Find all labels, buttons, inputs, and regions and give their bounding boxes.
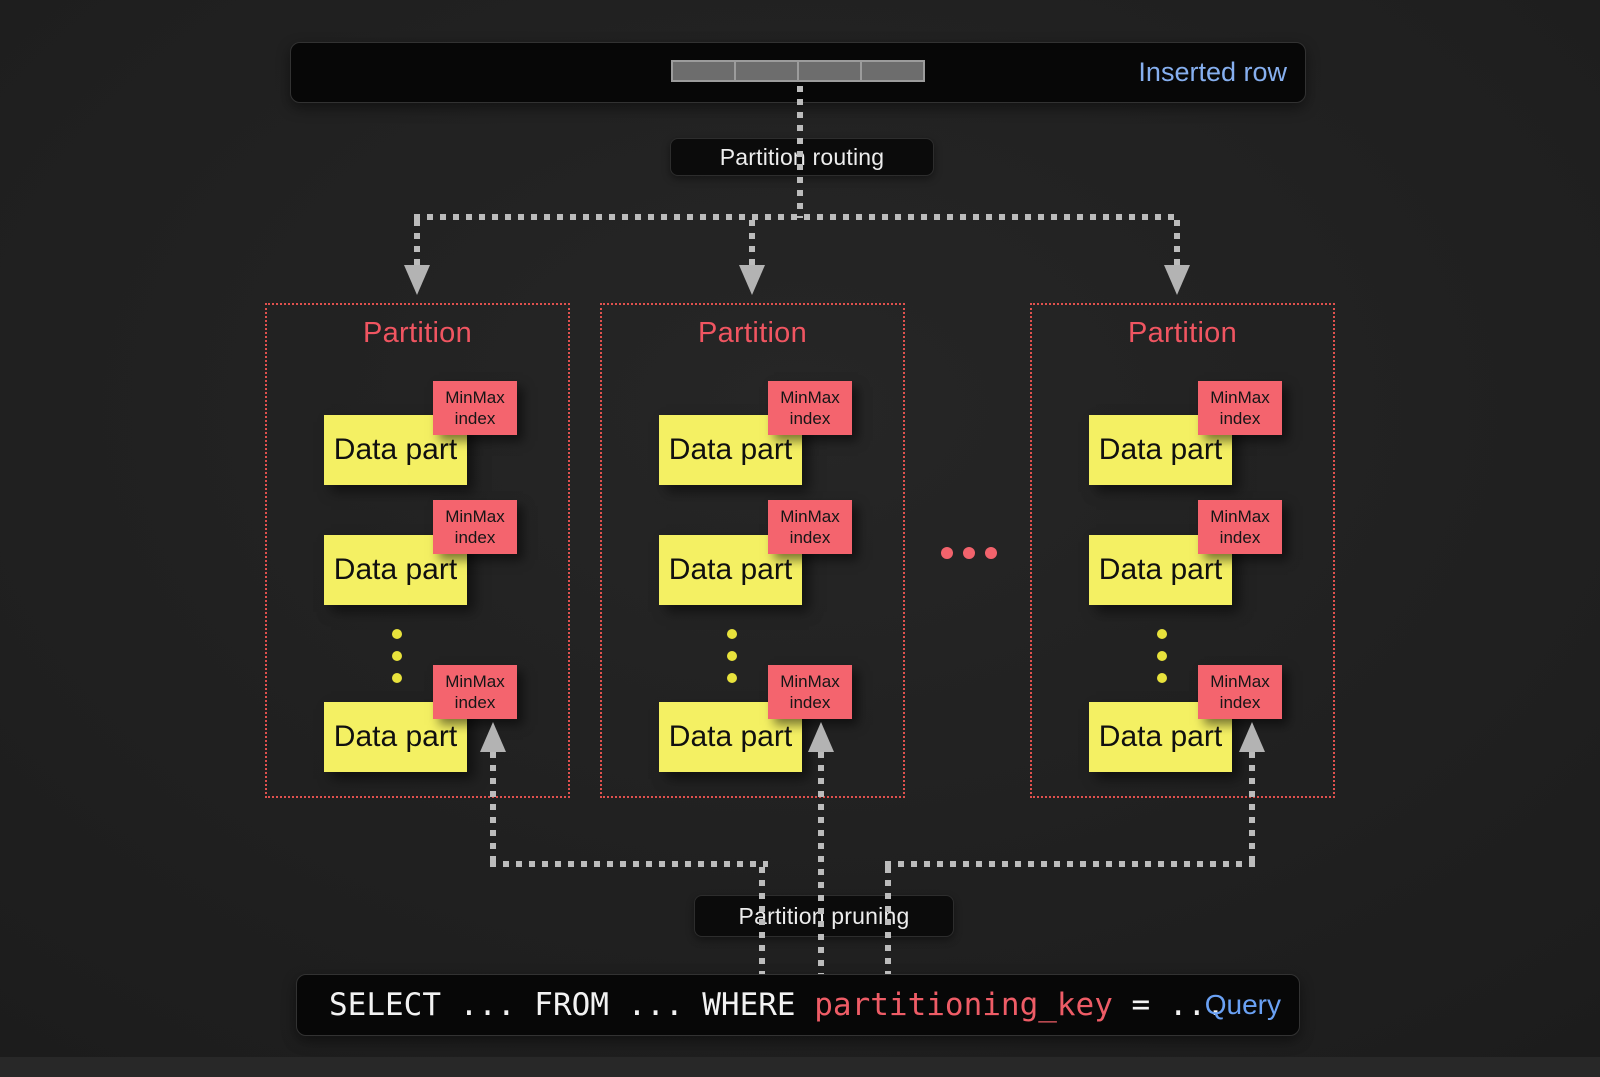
arrow-up-icon [480,722,506,752]
partition-title: Partition [362,317,473,349]
pruning-branch-left [490,861,768,867]
routing-drop-center [749,220,755,266]
vertical-ellipsis-dot [727,673,737,683]
row-cells [671,60,925,82]
minmax-index-tag: MinMax index [433,665,517,719]
minmax-index-tag: MinMax index [768,381,852,435]
partition-ellipsis-dot [963,547,975,559]
minmax-index-tag: MinMax index [1198,381,1282,435]
data-part: Data part [1089,535,1232,605]
query-box: SELECT ... FROM ... WHERE partitioning_k… [296,974,1300,1036]
arrow-down-icon [1164,265,1190,295]
query-suffix: = ... [1112,987,1225,1023]
partition-ellipsis-dot [941,547,953,559]
pruning-line-left [490,752,496,867]
row-cell [671,60,736,82]
data-part: Data part [659,535,802,605]
pruning-line-center [818,752,824,974]
partition-box-1: Partition MinMax index Data part MinMax … [265,303,570,798]
minmax-index-tag: MinMax index [1198,665,1282,719]
query-select-clause: SELECT ... FROM ... WHERE [329,987,815,1023]
inserted-row-label: Inserted row [1138,57,1287,87]
row-cell [797,60,862,82]
partition-title: Partition [1127,317,1238,349]
vertical-ellipsis-dot [727,651,737,661]
vertical-ellipsis-dot [1157,629,1167,639]
query-label: Query [1204,989,1281,1020]
arrow-up-icon [808,722,834,752]
routing-line-center [797,86,803,218]
minmax-index-tag: MinMax index [433,381,517,435]
arrow-down-icon [404,265,430,295]
pruning-branch-right [885,861,1255,867]
row-cell [860,60,925,82]
partition-box-3: Partition MinMax index Data part MinMax … [1030,303,1335,798]
partition-ellipsis-dot [985,547,997,559]
arrow-down-icon [739,265,765,295]
partitioning-key: partitioning_key [814,987,1113,1023]
routing-drop-right [1174,220,1180,266]
vertical-ellipsis-dot [392,651,402,661]
inserted-row-box: Inserted row [290,42,1306,103]
minmax-index-tag: MinMax index [768,665,852,719]
routing-branch-line [414,214,1180,220]
pruning-drop-right [885,867,891,974]
vertical-ellipsis-dot [1157,651,1167,661]
partition-box-2: Partition MinMax index Data part MinMax … [600,303,905,798]
arrow-up-icon [1239,722,1265,752]
pruning-line-right [1249,752,1255,867]
vertical-ellipsis-dot [727,629,737,639]
minmax-index-tag: MinMax index [768,500,852,554]
row-cell [734,60,799,82]
query-code: SELECT ... FROM ... WHERE partitioning_k… [329,987,1225,1023]
vertical-ellipsis-dot [392,629,402,639]
minmax-index-tag: MinMax index [433,500,517,554]
vertical-ellipsis-dot [1157,673,1167,683]
pruning-drop-left [759,867,765,974]
vertical-ellipsis-dot [392,673,402,683]
data-part: Data part [659,702,802,772]
minmax-index-tag: MinMax index [1198,500,1282,554]
partition-title: Partition [697,317,808,349]
bottom-band [0,1057,1600,1077]
routing-drop-left [414,220,420,266]
partition-pruning-label: Partition pruning [694,895,954,937]
